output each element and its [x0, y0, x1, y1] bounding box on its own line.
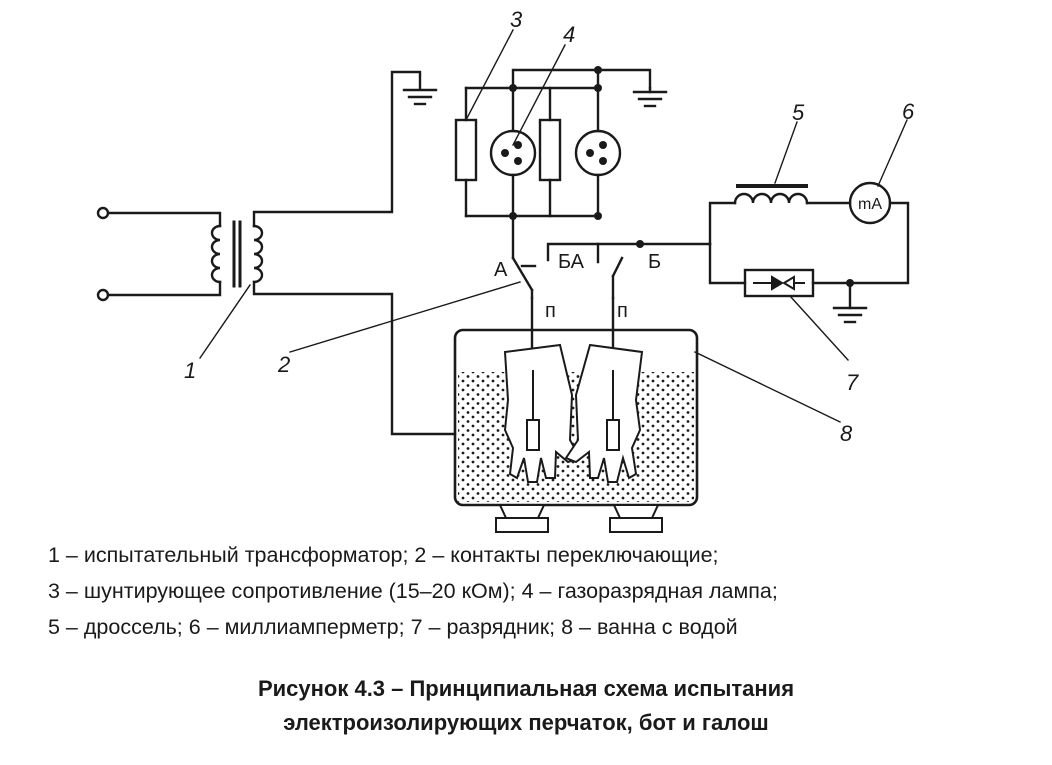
gas-discharge-lamp-right: [574, 129, 622, 177]
legend-line-2: 3 – шунтирующее сопротивление (15–20 кОм…: [48, 579, 778, 603]
junction-dots: [509, 66, 854, 287]
ground-symbol-top: [632, 86, 668, 108]
gloves: [503, 343, 644, 483]
measuring-loop: [708, 181, 910, 324]
ground-symbol-left: [402, 88, 438, 106]
caption-line-1: Рисунок 4.3 – Принципиальная схема испыт…: [257, 676, 795, 701]
choke-coil: [733, 192, 809, 205]
spark-gap-arrows: [753, 275, 805, 291]
glove-right: [564, 343, 644, 483]
callout-1: 1: [184, 358, 196, 383]
shunt-resistor-left: [454, 118, 478, 182]
legend: 1 – испытательный трансформатор; 2 – кон…: [48, 537, 778, 645]
milliammeter-label: mA: [858, 196, 882, 213]
test-transformer: [96, 70, 457, 436]
callout-8: 8: [840, 421, 853, 446]
callout-2: 2: [277, 352, 290, 377]
input-terminal-bottom: [96, 288, 110, 302]
circuit-diagram: А БА Б п п mA 1 2 3 4 5 6 7 8: [96, 7, 915, 533]
callout-leaders: [199, 29, 908, 423]
callout-7: 7: [846, 370, 859, 395]
input-terminal-top: [96, 206, 110, 220]
electrode-rods: [532, 370, 614, 420]
glove-left: [503, 343, 582, 483]
terminal-label-ba: БА: [558, 251, 585, 273]
terminal-label-p-right: п: [617, 300, 628, 322]
terminal-label-b: Б: [648, 251, 661, 273]
figure-caption: Рисунок 4.3 – Принципиальная схема испыт…: [0, 672, 1052, 740]
electrode-right: [606, 419, 620, 451]
lamp-electrodes: [501, 141, 607, 165]
callout-5: 5: [792, 100, 805, 125]
electrode-left: [526, 419, 540, 451]
shunt-and-lamp-block: [454, 68, 652, 218]
callout-3: 3: [510, 7, 523, 32]
shunt-resistor-right: [538, 118, 562, 182]
callout-6: 6: [902, 99, 915, 124]
legend-line-1: 1 – испытательный трансформатор; 2 – кон…: [48, 543, 719, 567]
terminal-label-a: А: [494, 259, 508, 281]
water-bath: [453, 328, 699, 533]
legend-line-3: 5 – дроссель; 6 – миллиамперметр; 7 – ра…: [48, 615, 738, 639]
gas-discharge-lamp-left: [489, 129, 537, 177]
callout-4: 4: [563, 22, 575, 47]
terminal-label-p-left: п: [545, 300, 556, 322]
caption-line-2: электроизолирующих перчаток, бот и галош: [283, 710, 769, 735]
